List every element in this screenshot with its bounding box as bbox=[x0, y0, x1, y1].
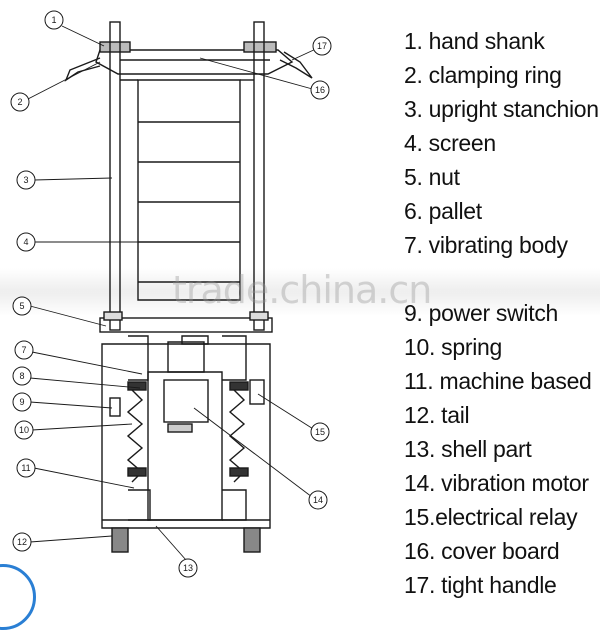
vibrating-body bbox=[147, 371, 223, 521]
part-5: 5. nut bbox=[404, 164, 460, 190]
callout-circles bbox=[10, 10, 332, 578]
part-1: 1. hand shank bbox=[404, 28, 545, 54]
callout-16: 16 bbox=[315, 85, 325, 95]
callout-13: 13 bbox=[183, 563, 193, 573]
part-10: 10. spring bbox=[404, 334, 503, 360]
callout-circle-4 bbox=[16, 232, 36, 252]
hand-shank-right bbox=[243, 41, 277, 53]
callout-11: 11 bbox=[21, 463, 30, 473]
callout-circle-13 bbox=[178, 558, 198, 578]
callout-circle-15 bbox=[310, 422, 330, 442]
callout-circle-11 bbox=[16, 458, 36, 478]
callout-circle-5 bbox=[12, 296, 32, 316]
shell-outer bbox=[101, 343, 271, 529]
sieve-shaker-diagram: 1 2 3 4 5 7 8 9 10 11 12 13 14 15 16 17 bbox=[10, 10, 332, 578]
callout-1: 1 bbox=[51, 15, 56, 25]
part-9: 9. power switch bbox=[404, 300, 559, 326]
callout-circle-8 bbox=[12, 366, 32, 386]
callout-circle-3 bbox=[16, 170, 36, 190]
callout-2: 2 bbox=[17, 97, 22, 107]
watermark-band bbox=[0, 268, 600, 316]
callout-9: 9 bbox=[19, 397, 24, 407]
shell-top-left bbox=[128, 335, 149, 381]
tail-left bbox=[111, 527, 129, 553]
spring-cap-left-bottom bbox=[127, 467, 147, 477]
callout-circle-1 bbox=[44, 10, 64, 30]
shell-top-right bbox=[222, 335, 247, 381]
base-frame-right bbox=[222, 489, 247, 521]
cover-board bbox=[95, 49, 294, 75]
spring-cap-right-top bbox=[229, 381, 249, 391]
stanchion-left bbox=[109, 21, 121, 331]
callout-circle-10 bbox=[14, 420, 34, 440]
nut-left bbox=[103, 311, 123, 321]
part-4: 4. screen bbox=[404, 130, 496, 156]
callout-15: 15 bbox=[315, 427, 325, 437]
nut-right bbox=[249, 311, 269, 321]
callout-7: 7 bbox=[21, 345, 26, 355]
callout-17: 17 bbox=[317, 41, 327, 51]
callout-circle-17 bbox=[312, 36, 332, 56]
hand-shank-left bbox=[99, 41, 131, 53]
part-16: 16. cover board bbox=[404, 538, 560, 564]
spring-cap-left-top bbox=[127, 381, 147, 391]
callout-circle-16 bbox=[310, 80, 330, 100]
part-2: 2. clamping ring bbox=[404, 62, 562, 88]
part-6: 6. pallet bbox=[404, 198, 482, 224]
part-14: 14. vibration motor bbox=[404, 470, 589, 496]
callout-circle-7 bbox=[14, 340, 34, 360]
power-switch bbox=[109, 397, 121, 417]
base-frame-left bbox=[128, 489, 151, 521]
callout-circle-12 bbox=[12, 532, 32, 552]
callout-5: 5 bbox=[19, 301, 24, 311]
parts-list: 1. hand shank 2. clamping ring 3. uprigh… bbox=[404, 24, 599, 602]
callout-circle-2 bbox=[10, 92, 30, 112]
part-7: 7. vibrating body bbox=[404, 232, 568, 258]
spring-cap-right-bottom bbox=[229, 467, 249, 477]
part-12: 12. tail bbox=[404, 402, 470, 428]
part-15: 15.electrical relay bbox=[404, 504, 578, 530]
motor-housing bbox=[167, 341, 205, 373]
vibration-motor bbox=[163, 379, 209, 423]
motor-foot bbox=[167, 423, 193, 433]
stanchion-right bbox=[253, 21, 265, 331]
callout-8: 8 bbox=[19, 371, 24, 381]
part-8: 8. bbox=[404, 262, 599, 296]
part-3: 3. upright stanchion bbox=[404, 96, 599, 122]
callout-10: 10 bbox=[19, 425, 29, 435]
screen-stack bbox=[137, 79, 241, 301]
electrical-relay bbox=[249, 379, 265, 405]
watermark-text: trade.china.cn bbox=[172, 268, 432, 312]
tail-right bbox=[243, 527, 261, 553]
callout-circle-9 bbox=[12, 392, 32, 412]
callout-12: 12 bbox=[17, 537, 27, 547]
motor-cap bbox=[181, 335, 209, 345]
callout-4: 4 bbox=[23, 237, 28, 247]
callout-circle-14 bbox=[308, 490, 328, 510]
pallet bbox=[99, 317, 273, 333]
callout-14: 14 bbox=[313, 495, 323, 505]
part-17: 17. tight handle bbox=[404, 572, 557, 598]
callout-3: 3 bbox=[23, 175, 28, 185]
part-11: 11. machine based bbox=[404, 368, 592, 394]
part-13: 13. shell part bbox=[404, 436, 532, 462]
